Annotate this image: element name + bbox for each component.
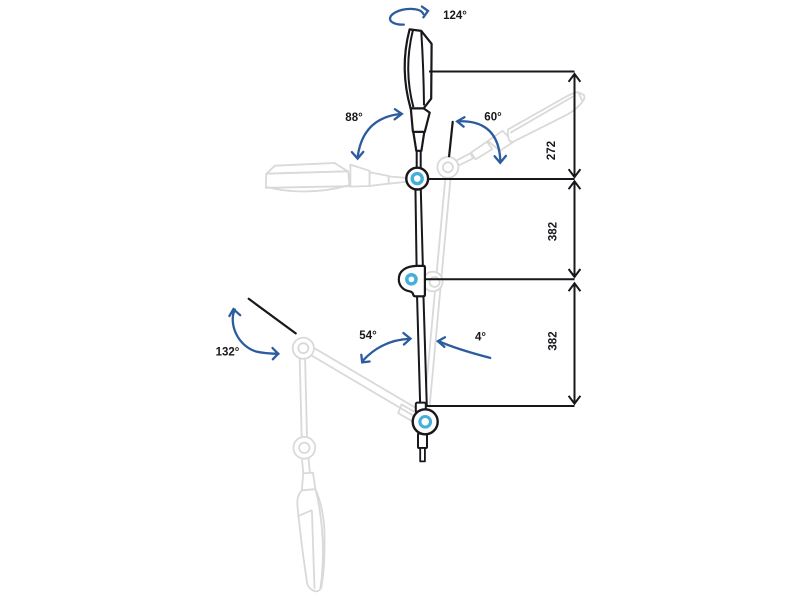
dim-label-382b: 382	[548, 331, 560, 350]
joint-middle-body	[397, 264, 426, 298]
arrow-132	[228, 307, 280, 361]
lamp-bottom-pin	[419, 447, 426, 463]
angle-label-54: 54°	[359, 330, 377, 342]
lamp-bottom-stub	[417, 432, 428, 450]
angle-label-132: 132°	[216, 347, 240, 359]
joint-bottom-ring	[418, 414, 433, 429]
lamp-head	[403, 28, 433, 173]
angle-label-124: 124°	[443, 10, 467, 22]
angle-label-60: 60°	[484, 112, 502, 124]
lamp-head-lens-line	[407, 30, 415, 108]
rotation-arrows	[228, 5, 508, 364]
ref-line-60	[448, 120, 454, 158]
dim-label-272: 272	[546, 141, 558, 160]
dim-segment-382b	[567, 281, 582, 406]
dim-segment-382a	[567, 179, 582, 279]
lamp-main	[397, 28, 439, 463]
arrow-54	[360, 331, 413, 364]
joint-top	[405, 166, 430, 191]
joint-bottom	[411, 408, 439, 436]
ghost-positions	[264, 91, 586, 593]
ghost-head-left	[264, 162, 407, 193]
angle-label-88: 88°	[345, 112, 363, 124]
dim-label-382a: 382	[548, 222, 560, 241]
dimension-lines	[425, 70, 582, 407]
lamp-head-shade	[403, 28, 433, 110]
dim-segment-272	[567, 72, 582, 179]
angle-label-4: 4°	[475, 332, 486, 344]
arrow-4	[435, 336, 492, 360]
angle-reference-lines	[247, 120, 454, 335]
ref-line-132	[247, 297, 297, 335]
joint-top-ring	[410, 171, 424, 186]
lamp-upper-rod	[414, 185, 424, 269]
joint-rings	[405, 171, 433, 429]
arrow-60	[455, 116, 508, 165]
joint-middle-ring	[405, 272, 418, 286]
arrow-88	[350, 108, 404, 161]
ghost-arm-upper-right	[436, 91, 586, 179]
arrow-124	[388, 5, 430, 26]
labels: 124° 88° 60° 54° 4° 132° 272 382 382	[216, 10, 560, 358]
lamp-head-edge-line	[420, 31, 425, 106]
ghost-column-tilted	[422, 177, 452, 408]
ghost-arm-lower-left	[291, 336, 421, 593]
lamp-lower-rod	[416, 293, 428, 407]
